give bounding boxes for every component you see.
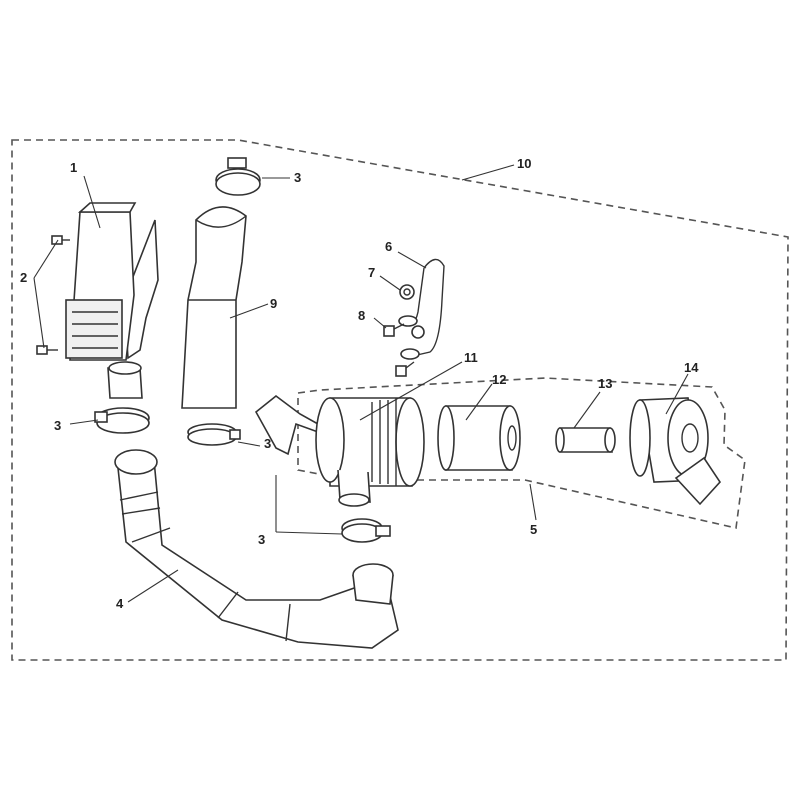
- part-13-inner-filter: [555, 427, 616, 453]
- part-1-intake-box: [65, 202, 159, 399]
- part-14-end-cap: [629, 397, 722, 506]
- part-2-bolts: [36, 235, 70, 355]
- part-3-hose-clamp: [187, 423, 241, 446]
- part-9-intake-hose: [181, 206, 247, 409]
- callout-13: 13: [598, 376, 612, 391]
- assembly-boundary-10: [11, 139, 789, 661]
- callout-4: 4: [116, 596, 124, 611]
- callout-3: 3: [264, 436, 271, 451]
- subassembly-boundary-5: [297, 377, 746, 529]
- callout-10: 10: [517, 156, 531, 171]
- part-8-bolt: [383, 323, 415, 377]
- leader-lines: [33, 164, 689, 603]
- part-6-bracket: [398, 258, 445, 360]
- callout-2: 2: [20, 270, 27, 285]
- callout-12: 12: [492, 372, 506, 387]
- callout-11: 11: [464, 350, 478, 365]
- part-3-hose-clamp: [341, 518, 391, 543]
- callout-3: 3: [258, 532, 265, 547]
- callout-8: 8: [358, 308, 365, 323]
- part-4-intake-duct: [114, 449, 399, 649]
- callout-3: 3: [294, 170, 301, 185]
- callout-6: 6: [385, 239, 392, 254]
- callout-7: 7: [368, 265, 375, 280]
- callout-14: 14: [684, 360, 699, 375]
- part-3-hose-clamp: [215, 157, 261, 196]
- callout-5: 5: [530, 522, 537, 537]
- callout-3: 3: [54, 418, 61, 433]
- callout-9: 9: [270, 296, 277, 311]
- part-12-filter-element: [437, 405, 521, 471]
- part-11-filter-housing: [254, 394, 425, 507]
- part-7-washer: [399, 284, 425, 339]
- callout-1: 1: [70, 160, 77, 175]
- part-3-hose-clamp: [94, 407, 150, 434]
